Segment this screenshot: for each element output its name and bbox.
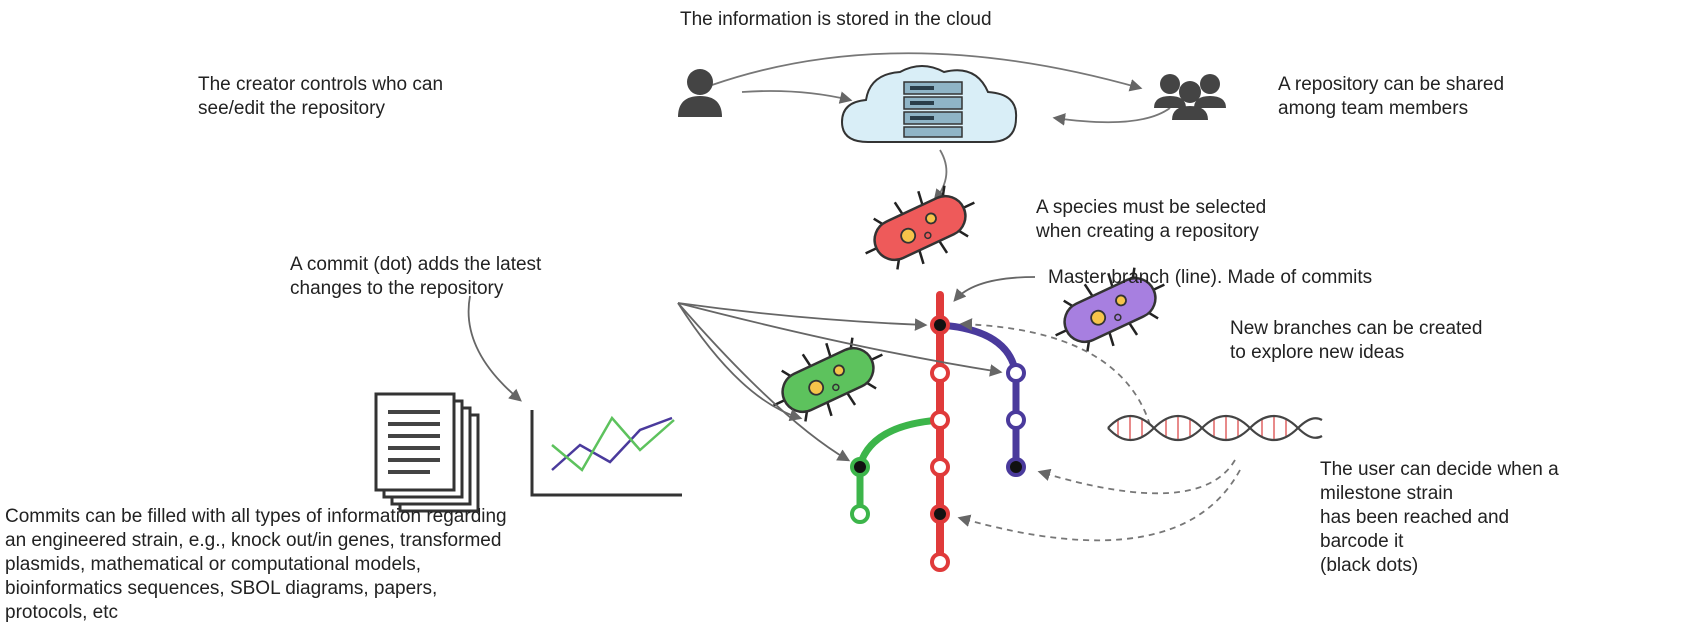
label-creator-control: The creator controls who can see/edit th… bbox=[198, 73, 443, 121]
master-commit-milestone bbox=[930, 504, 950, 524]
label-line: The user can decide when a bbox=[1320, 459, 1559, 480]
label-master-branch: Master branch (line). Made of commits bbox=[1048, 267, 1373, 288]
label-line: A species must be selected bbox=[1036, 197, 1267, 218]
green-branch-line bbox=[856, 416, 944, 518]
label-line: New branches can be created bbox=[1230, 318, 1483, 339]
label-line: barcode it bbox=[1320, 531, 1404, 552]
master-commit bbox=[930, 410, 950, 430]
label-cloud-storage: The information is stored in the cloud bbox=[680, 9, 992, 30]
documents-icon bbox=[374, 392, 480, 513]
person-icon bbox=[678, 69, 722, 117]
label-line: milestone strain bbox=[1320, 483, 1454, 504]
label-line: (black dots) bbox=[1320, 555, 1419, 576]
label-line: A commit (dot) adds the latest bbox=[290, 254, 542, 275]
arrow-creator-to-cloud bbox=[741, 90, 853, 104]
top-arrows bbox=[711, 52, 1171, 202]
purple-commit bbox=[1006, 410, 1026, 430]
commit-dots bbox=[850, 315, 1026, 572]
label-line: an engineered strain, e.g., knock out/in… bbox=[5, 530, 502, 551]
bacteria-icon-red bbox=[865, 185, 975, 270]
label-line: Commits can be filled with all types of … bbox=[5, 506, 507, 527]
label-line: when creating a repository bbox=[1036, 221, 1259, 242]
purple-commit-milestone bbox=[1006, 457, 1026, 477]
label-shared-repo: A repository can be shared among team me… bbox=[1278, 73, 1504, 121]
label-commit-desc: A commit (dot) adds the latest changes t… bbox=[290, 253, 541, 301]
bacteria-icon-purple bbox=[1055, 267, 1165, 352]
label-milestone: The user can decide when a milestone str… bbox=[1320, 458, 1559, 578]
green-commit bbox=[850, 504, 870, 524]
arrow-team-to-cloud bbox=[1052, 107, 1171, 126]
bacteria-icon-green bbox=[773, 337, 883, 422]
line-chart-icon bbox=[530, 410, 682, 497]
master-commit bbox=[930, 552, 950, 572]
master-commit-milestone bbox=[930, 315, 950, 335]
label-species-select: A species must be selected when creating… bbox=[1036, 196, 1266, 244]
purple-commit bbox=[1006, 363, 1026, 383]
cloud-server-icon bbox=[840, 65, 1018, 143]
label-line: see/edit the repository bbox=[198, 98, 385, 119]
dashed-arrows bbox=[957, 318, 1241, 542]
label-commit-contents: Commits can be filled with all types of … bbox=[5, 505, 507, 625]
master-commit bbox=[930, 457, 950, 477]
master-commit bbox=[930, 363, 950, 383]
label-line: among team members bbox=[1278, 98, 1469, 119]
label-line: to explore new ideas bbox=[1230, 342, 1405, 363]
arrow-cloud-to-species bbox=[933, 149, 948, 202]
label-line: protocols, etc bbox=[5, 602, 118, 623]
team-icon bbox=[1154, 74, 1226, 120]
arrow-creator-to-team bbox=[711, 52, 1143, 92]
dna-icon bbox=[1107, 414, 1323, 442]
label-line: plasmids, mathematical or computational … bbox=[5, 554, 422, 575]
label-new-branches: New branches can be created to explore n… bbox=[1230, 317, 1482, 365]
label-line: The creator controls who can bbox=[198, 74, 444, 95]
label-line: bioinformatics sequences, SBOL diagrams,… bbox=[5, 578, 438, 599]
commit-arrows bbox=[467, 276, 1036, 462]
label-line: has been reached and bbox=[1320, 507, 1510, 528]
purple-branch-line bbox=[936, 321, 1020, 471]
label-line: A repository can be shared bbox=[1278, 74, 1505, 95]
label-line: changes to the repository bbox=[290, 278, 504, 299]
green-commit-milestone bbox=[850, 457, 870, 477]
